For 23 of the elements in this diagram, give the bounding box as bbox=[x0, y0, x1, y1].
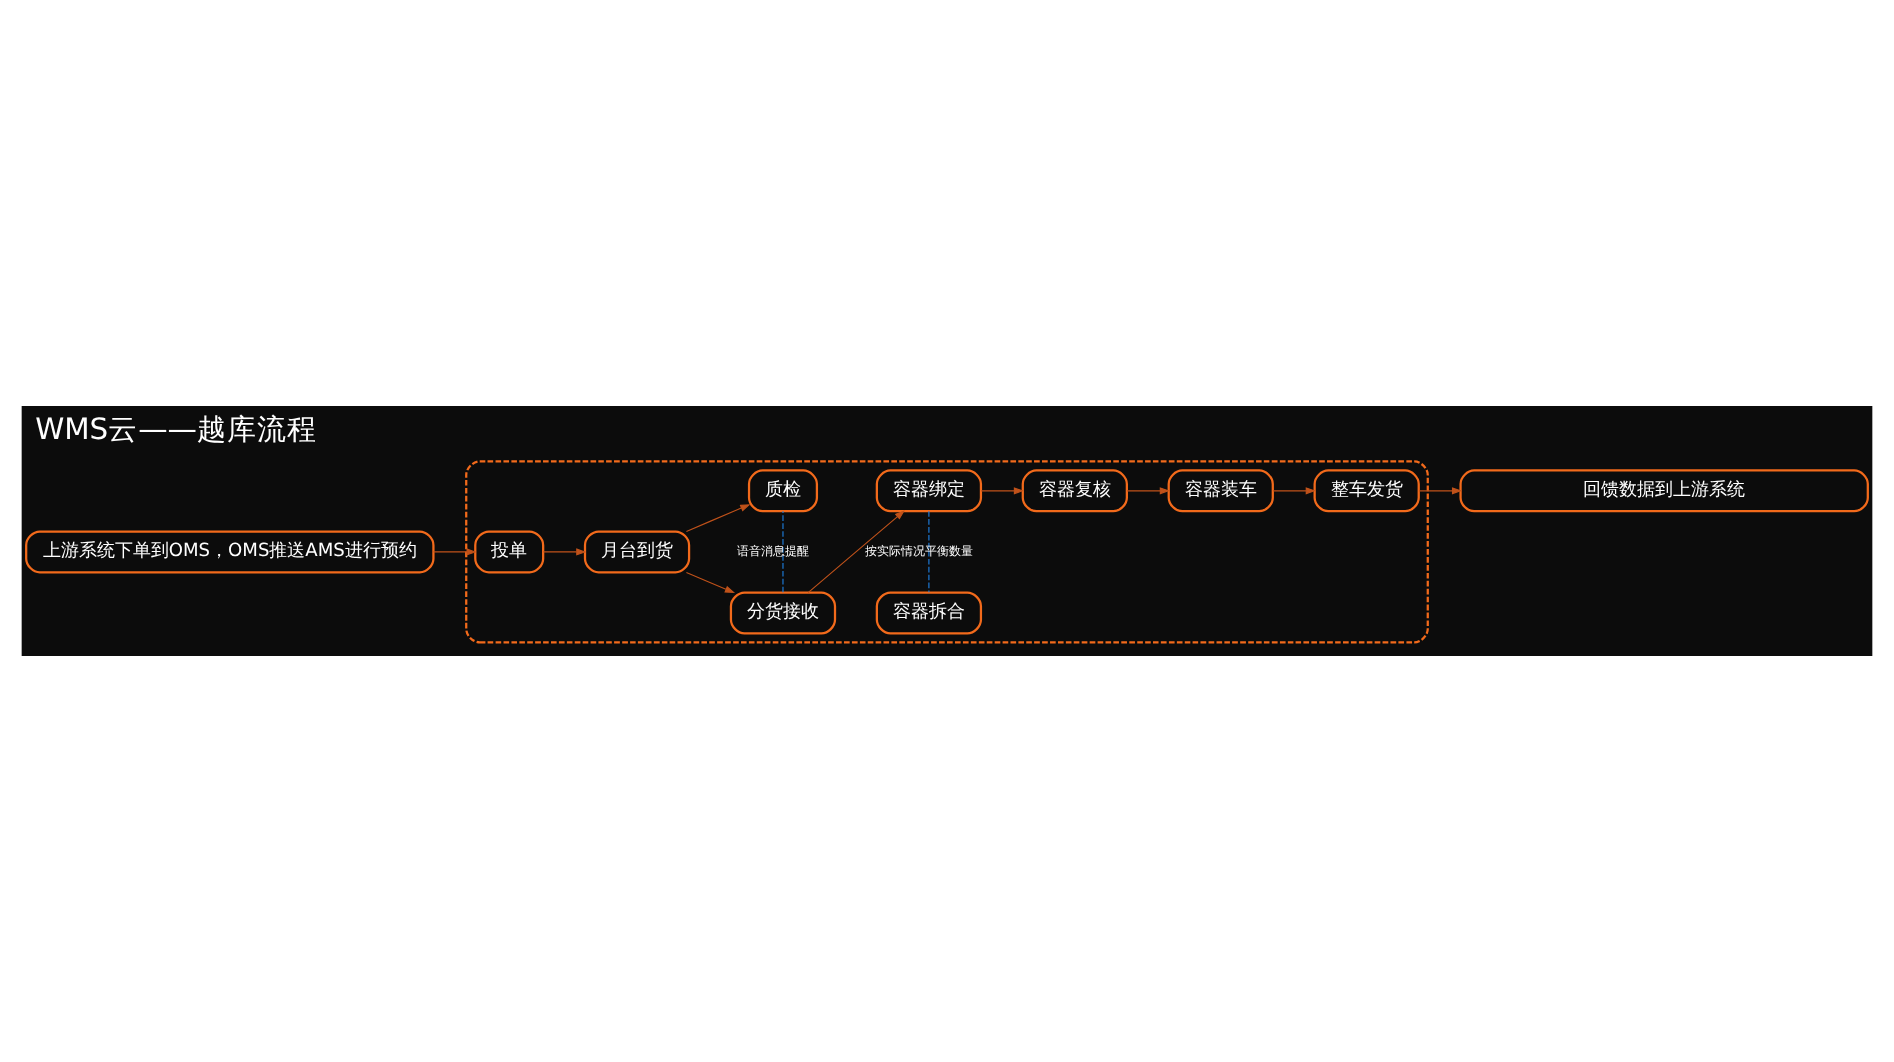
arrow bbox=[980, 487, 1025, 495]
arrow bbox=[1418, 487, 1463, 495]
node-box: 整车发货 bbox=[1313, 469, 1420, 513]
node-box: 回馈数据到上游系统 bbox=[1459, 469, 1869, 513]
arrow bbox=[807, 510, 905, 594]
arrow bbox=[685, 504, 751, 532]
node-box: 月台到货 bbox=[583, 530, 691, 574]
node-box: 容器拆合 bbox=[875, 591, 983, 635]
node-box: 容器绑定 bbox=[875, 469, 983, 513]
arrow bbox=[542, 548, 587, 556]
arrow bbox=[432, 548, 477, 556]
connector bbox=[928, 510, 930, 593]
node-box: 质检 bbox=[747, 469, 819, 513]
arrow bbox=[1272, 487, 1316, 495]
node-box: 容器复核 bbox=[1021, 469, 1128, 513]
node-box: 上游系统下单到OMS，OMS推送AMS进行预约 bbox=[25, 530, 435, 574]
connector bbox=[782, 510, 784, 593]
diagram-title: WMS云——越库流程 bbox=[35, 412, 317, 447]
node-box: 分货接收 bbox=[729, 591, 837, 635]
node-box: 容器装车 bbox=[1167, 469, 1274, 513]
arrow bbox=[685, 571, 736, 594]
arrow bbox=[1126, 487, 1170, 495]
node-box: 投单 bbox=[474, 530, 545, 574]
